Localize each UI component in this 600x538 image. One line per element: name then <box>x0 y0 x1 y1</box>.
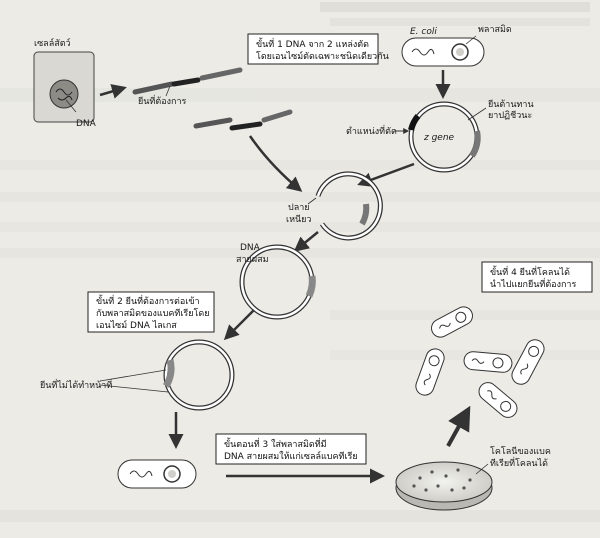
arrow-to-cloned-bacteria <box>446 405 471 447</box>
step4-text-line2: นำไปแยกยีนที่ต้องการ <box>490 277 576 290</box>
plasmid-label: พลาสมิด <box>478 24 512 35</box>
petri-dish <box>395 461 493 511</box>
gene-not-working-label: ยีนที่ไม่ได้ทำหน้าที่ <box>40 378 112 391</box>
clone-colony-label-2: ทีเรียที่โคลนได้ <box>490 456 548 469</box>
plasmid-recombinant <box>239 244 316 320</box>
arrow-open-to-recombinant <box>293 231 319 252</box>
step2-text-line3: เอนไซม์ DNA ไลเกส <box>96 319 177 331</box>
step3-box <box>215 433 367 465</box>
cut-site-label: ตำแหน่งที่ตัด <box>346 124 397 137</box>
step4-box <box>481 261 593 293</box>
step3-text-line1: ขั้นตอนที่ 3 ใส่พลาสมิดที่มี <box>224 437 327 450</box>
step4-text-line1: ขั้นที่ 4 ยีนที่โคลนได้ <box>490 265 570 278</box>
cloned-bacteria <box>415 306 545 418</box>
recombinant-dna-label-1: DNA <box>240 243 261 253</box>
animal-cell-label: เซลล์สัตว์ <box>34 37 71 49</box>
dna-label: DNA <box>76 119 97 129</box>
step2-text-line1: ขั้นที่ 2 ยีนที่ต้องการต่อเข้า <box>96 294 200 307</box>
plasmid-opened <box>315 171 383 241</box>
step1-box <box>247 33 379 65</box>
step2-text-line2: กับพลาสมิดของแบคทีเรียโดย <box>96 308 210 319</box>
sticky-end-label-2: เหนียว <box>286 214 312 225</box>
sticky-end-label-1: ปลาย <box>288 203 310 213</box>
arrow-cell-to-dna <box>99 84 127 99</box>
step1-text-line2: โดยเอนไซม์ตัดเฉพาะชนิดเดียวกัน <box>256 50 389 62</box>
ecoli-label: E. coli <box>410 27 437 37</box>
recombinant-dna-label-2: สายผสม <box>236 255 269 265</box>
plasmid-recombinant-2 <box>162 339 235 411</box>
plasmid-large <box>408 101 481 173</box>
step3-text-line2: DNA สายผสมให้แก่เซลล์แบคทีเรีย <box>224 450 358 462</box>
step1-text-line1: ขั้นที่ 1 DNA จาก 2 แหล่งตัด <box>256 37 369 50</box>
target-gene-label: ยีนที่ต้องการ <box>138 94 187 107</box>
arrow-fragment-to-plasmid <box>248 135 303 192</box>
resistance-gene-label-2: ยาปฏิชีวนะ <box>488 110 532 121</box>
dna-fragments <box>132 67 293 131</box>
step2-box <box>87 291 215 333</box>
ecoli-top <box>401 37 485 67</box>
resistance-gene-label-1: ยีนต้านทาน <box>488 99 534 110</box>
z-gene-label: z gene <box>423 133 455 143</box>
clone-colony-label-1: โคโลนีของแบค <box>490 446 551 457</box>
arrow-recombinant-down <box>223 309 255 341</box>
animal-cell <box>33 51 95 123</box>
bacterium-transformed <box>117 459 197 489</box>
